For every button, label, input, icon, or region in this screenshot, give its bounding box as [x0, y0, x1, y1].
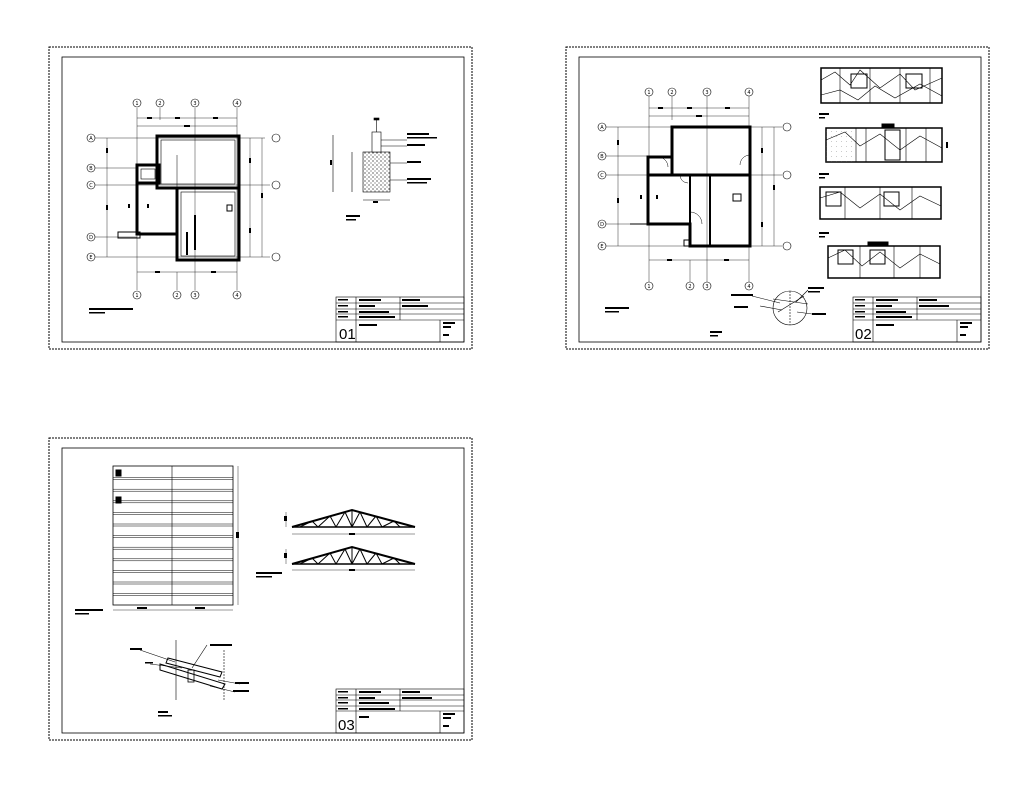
detail-labels [710, 287, 826, 337]
sheet-02: 1 2 3 4 1 2 3 4 A B C D E [565, 46, 990, 350]
svg-text:D: D [89, 235, 93, 241]
truss-labels [256, 516, 355, 578]
title-block-text-03 [338, 691, 455, 727]
svg-text:4: 4 [235, 293, 238, 299]
svg-text:4: 4 [747, 284, 750, 290]
sheet-03: 03 [48, 437, 473, 741]
svg-text:2: 2 [158, 101, 161, 107]
title-block-02 [852, 296, 982, 343]
roof-plan-labels [75, 532, 239, 615]
sheet-number-03: 03 [338, 717, 355, 734]
svg-text:4: 4 [235, 101, 238, 107]
svg-text:E: E [89, 255, 92, 261]
svg-text:1: 1 [647, 284, 650, 290]
title-block-03 [335, 688, 465, 734]
wall-elevation-1 [820, 67, 943, 104]
wall-elevation-3 [819, 186, 942, 220]
grid-bubble-labels-top-02: 1 2 3 4 [647, 90, 750, 96]
svg-text:3: 3 [705, 284, 708, 290]
foundation-plan [117, 134, 241, 262]
grid-bubble-labels-bottom-01: 1 2 3 4 [135, 293, 238, 299]
svg-text:C: C [600, 173, 604, 179]
grid-bubbles-side-01 [86, 133, 281, 262]
floor-plan [630, 125, 752, 248]
grid-bubbles-top-01 [132, 98, 242, 108]
title-block-text-02 [855, 299, 972, 336]
svg-text:1: 1 [647, 90, 650, 96]
truss-elevation-1 [285, 508, 416, 535]
svg-text:B: B [600, 154, 604, 160]
eave-detail [139, 640, 241, 700]
svg-text:B: B [89, 166, 93, 172]
svg-text:A: A [600, 125, 604, 131]
grid-bubble-labels-side-01: A B C D E [89, 136, 93, 261]
svg-text:2: 2 [670, 90, 673, 96]
eave-labels [130, 644, 249, 717]
svg-text:D: D [600, 222, 604, 228]
sheet-01: 1 2 3 4 1 2 3 4 A B C D E [48, 46, 473, 350]
sheet-number-01: 01 [339, 326, 356, 343]
elevation-labels [819, 113, 948, 238]
wall-elevation-4 [827, 241, 941, 279]
svg-text:A: A [89, 136, 93, 142]
dim-labels-02 [605, 107, 775, 313]
svg-text:2: 2 [175, 293, 178, 299]
title-block-text-01 [338, 299, 455, 336]
grid-bubbles-bottom-02 [644, 281, 754, 291]
title-block-01 [335, 296, 465, 343]
footing-labels [330, 133, 437, 221]
connection-detail [751, 289, 813, 326]
svg-text:4: 4 [747, 90, 750, 96]
grid-lines-01 [95, 108, 270, 290]
truss-elevation-2 [285, 545, 416, 571]
grid-lines-02 [606, 96, 782, 282]
svg-text:3: 3 [193, 101, 196, 107]
footing-section-detail [332, 117, 407, 201]
svg-text:3: 3 [193, 293, 196, 299]
wall-elevation-2 [825, 123, 943, 163]
svg-text:2: 2 [688, 284, 691, 290]
grid-bubble-labels-top-01: 1 2 3 4 [135, 101, 238, 107]
svg-text:1: 1 [135, 293, 138, 299]
svg-text:E: E [600, 244, 603, 250]
grid-bubbles-bottom-01 [132, 290, 242, 300]
grid-bubbles-top-02 [644, 87, 754, 97]
grid-bubble-labels-side-02: A B C D E [600, 125, 604, 250]
grid-bubble-labels-bottom-02: 1 2 3 4 [647, 284, 750, 290]
svg-text:1: 1 [135, 101, 138, 107]
roof-plan [112, 465, 239, 611]
svg-text:3: 3 [705, 90, 708, 96]
svg-text:C: C [89, 183, 93, 189]
dim-labels-01 [89, 117, 263, 314]
grid-bubbles-side-02 [597, 122, 792, 251]
sheet-number-02: 02 [855, 326, 872, 343]
